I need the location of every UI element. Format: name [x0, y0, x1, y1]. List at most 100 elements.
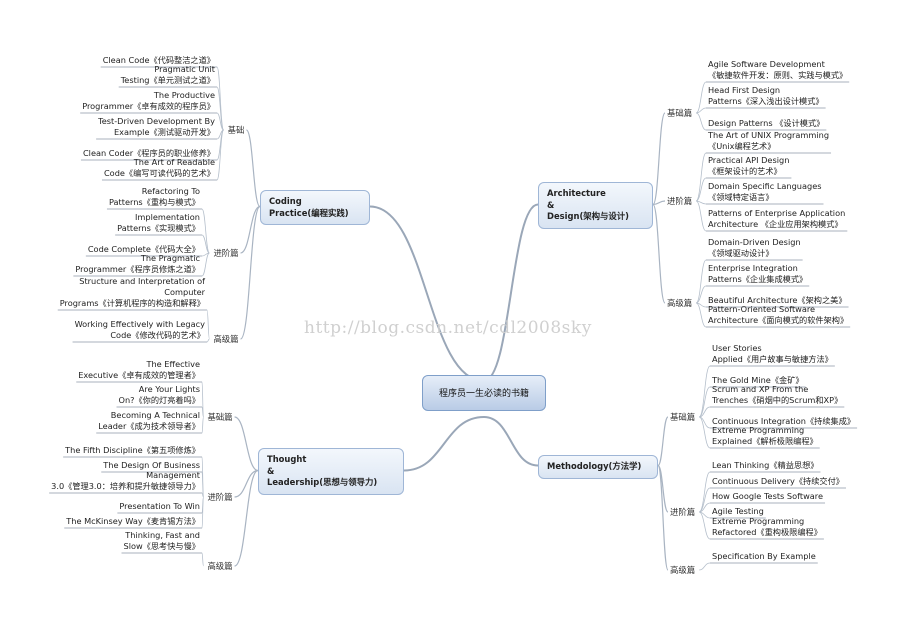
- item-connector: [201, 416, 204, 434]
- book-item[interactable]: Domain-Driven Design 《领域驱动设计》: [708, 237, 801, 258]
- book-item[interactable]: Are Your Lights On?《你的灯亮着吗》: [118, 384, 200, 405]
- book-item[interactable]: Structure and Interpretation of Computer…: [59, 276, 205, 308]
- book-item[interactable]: Management 3.0《管理3.0：培养和提升敏捷领导力》: [51, 470, 200, 491]
- group-label[interactable]: 基础篇: [207, 412, 233, 422]
- central-topic[interactable]: 程序员一生必读的书籍: [422, 375, 546, 411]
- branch-connector: [369, 205, 485, 382]
- book-item[interactable]: Continuous Delivery《持续交付》: [712, 476, 844, 486]
- book-item[interactable]: Practical API Design 《框架设计的艺术》: [708, 155, 790, 176]
- book-item[interactable]: Continuous Integration《持续集成》: [712, 416, 856, 426]
- book-item[interactable]: Pattern-Oriented Software Architecture《面…: [708, 304, 849, 325]
- item-connector: [695, 302, 707, 328]
- book-item[interactable]: Becoming A Technical Leader《成为技术领导者》: [98, 410, 200, 431]
- item-connector: [698, 386, 711, 418]
- item-connector: [201, 552, 204, 567]
- book-item[interactable]: Agile Testing: [712, 506, 764, 516]
- book-item[interactable]: Head First Design Patterns《深入浅出设计模式》: [708, 85, 824, 106]
- book-item[interactable]: Enterprise Integration Patterns《企业集成模式》: [708, 263, 808, 284]
- item-connector: [695, 259, 707, 304]
- book-item[interactable]: Lean Thinking《精益思想》: [712, 460, 819, 470]
- item-connector: [696, 200, 707, 205]
- item-connector: [201, 208, 210, 254]
- group-label[interactable]: 高级篇: [667, 298, 693, 308]
- book-item[interactable]: Beautiful Architecture《架构之美》: [708, 295, 847, 305]
- group-label[interactable]: 高级篇: [670, 565, 696, 575]
- book-item[interactable]: Extreme Programming Refactored《重构极限编程》: [712, 516, 822, 537]
- branch-connector: [483, 203, 539, 382]
- group-connector: [652, 203, 666, 304]
- book-item[interactable]: The Effective Executive《卓有成效的管理者》: [78, 359, 200, 380]
- book-item[interactable]: Test-Driven Development By Example《测试驱动开…: [98, 116, 215, 137]
- book-item[interactable]: Specification By Example: [712, 551, 816, 561]
- branch-thought[interactable]: Thought & Leadership(思想与领导力): [258, 448, 404, 495]
- book-item[interactable]: Extreme Programming Explained《解析极限编程》: [712, 425, 818, 446]
- book-item[interactable]: Scrum and XP From the Trenches《硝烟中的Scrum…: [712, 384, 843, 405]
- group-connector: [652, 112, 666, 206]
- book-item[interactable]: Presentation To Win: [119, 501, 200, 511]
- book-item[interactable]: The Gold Mine《金矿》: [712, 375, 804, 385]
- group-label[interactable]: 进阶篇: [670, 507, 696, 517]
- group-label[interactable]: 高级篇: [207, 561, 233, 571]
- group-label[interactable]: 基础: [227, 125, 245, 135]
- group-label[interactable]: 高级篇: [213, 334, 239, 344]
- item-connector: [206, 338, 210, 343]
- book-item[interactable]: Agile Software Development 《敏捷软件开发：原则、实践…: [708, 59, 848, 80]
- group-connector: [652, 200, 666, 206]
- book-item[interactable]: User Stories Applied《用户故事与敏捷方法》: [712, 343, 833, 364]
- book-item[interactable]: The Art of UNIX Programming 《Unix编程艺术》: [708, 130, 830, 151]
- item-connector: [698, 487, 711, 513]
- item-connector: [201, 234, 210, 254]
- book-item[interactable]: The McKinsey Way《麦肯锡方法》: [66, 516, 200, 526]
- book-item[interactable]: Pragmatic Unit Testing《单元测试之道》: [120, 64, 215, 85]
- group-label[interactable]: 基础篇: [670, 412, 696, 422]
- item-connector: [698, 511, 711, 540]
- group-connector: [234, 416, 259, 472]
- group-label[interactable]: 进阶篇: [213, 248, 239, 258]
- group-label[interactable]: 基础篇: [667, 108, 693, 118]
- group-connector: [657, 416, 669, 467]
- book-item[interactable]: Design Patterns 《设计模式》: [708, 118, 825, 128]
- item-connector: [216, 112, 224, 131]
- book-item[interactable]: How Google Tests Software: [712, 491, 824, 501]
- group-label[interactable]: 进阶篇: [207, 492, 233, 502]
- item-connector: [695, 177, 707, 202]
- watermark: http://blog.csdn.net/cdl2008sky: [304, 318, 592, 338]
- group-connector: [233, 469, 259, 567]
- book-item[interactable]: Patterns of Enterprise Application Archi…: [708, 208, 846, 229]
- item-connector: [695, 81, 707, 114]
- item-connector: [698, 365, 711, 418]
- item-connector: [695, 200, 707, 232]
- branch-method[interactable]: Methodology(方法学): [538, 455, 658, 479]
- item-connector: [201, 252, 210, 277]
- item-connector: [698, 416, 711, 449]
- book-item[interactable]: Clean Code《代码整洁之道》: [102, 55, 215, 65]
- book-item[interactable]: Working Effectively with Legacy Code《修改代…: [74, 319, 205, 340]
- group-connector: [245, 129, 261, 208]
- item-connector: [695, 152, 707, 202]
- branch-connector: [403, 416, 485, 472]
- book-item[interactable]: Refactoring To Patterns《重构与模式》: [108, 186, 200, 207]
- book-item[interactable]: The Pragmatic Programmer《程序员修炼之道》: [75, 253, 200, 274]
- group-connector: [239, 205, 261, 340]
- book-item[interactable]: The Design Of Business: [103, 460, 200, 470]
- branch-connector: [483, 416, 539, 467]
- book-item[interactable]: Domain Specific Languages 《领域特定语言》: [708, 181, 822, 202]
- item-connector: [216, 86, 225, 131]
- group-connector: [234, 469, 259, 498]
- item-connector: [698, 471, 711, 513]
- book-item[interactable]: Implementation Patterns《实现模式》: [117, 212, 200, 233]
- branch-arch[interactable]: Architecture & Design(架构与设计): [538, 182, 653, 229]
- item-connector: [695, 285, 707, 304]
- group-connector: [657, 464, 669, 571]
- book-item[interactable]: Clean Coder《程序员的职业修养》: [82, 148, 215, 158]
- branch-coding[interactable]: Coding Practice(编程实践): [260, 190, 370, 225]
- book-item[interactable]: The Fifth Discipline《第五项修炼》: [65, 445, 200, 455]
- book-item[interactable]: The Productive Programmer《卓有成效的程序员》: [82, 90, 215, 111]
- book-item[interactable]: Code Complete《代码大全》: [87, 244, 200, 254]
- book-item[interactable]: The Art of Readable Code《编写可读代码的艺术》: [103, 157, 215, 178]
- group-label[interactable]: 进阶篇: [667, 196, 693, 206]
- item-connector: [696, 107, 707, 114]
- book-item[interactable]: Thinking, Fast and Slow《思考快与慢》: [123, 530, 201, 551]
- group-connector: [240, 205, 261, 254]
